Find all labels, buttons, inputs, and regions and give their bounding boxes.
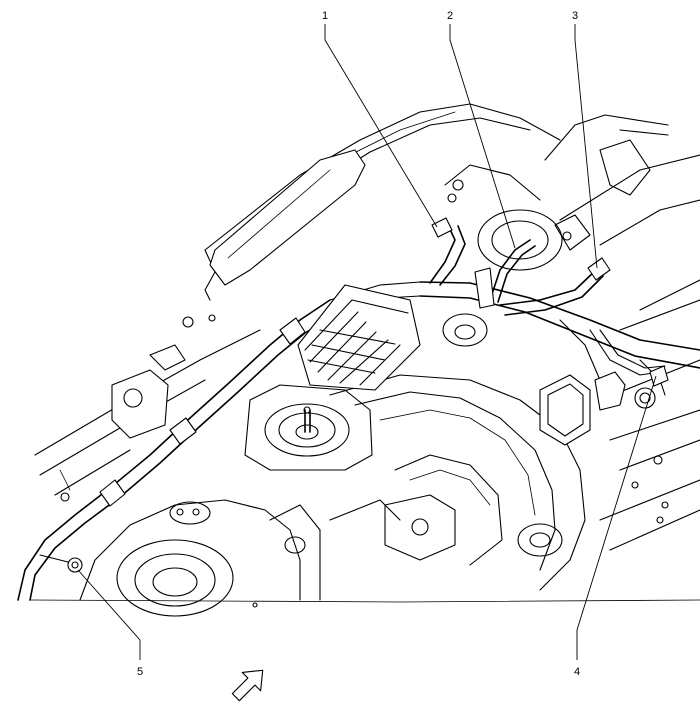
- connector-3-terminal: [587, 257, 611, 281]
- connector-1-terminal: [431, 217, 453, 238]
- front-direction-arrow-icon: [231, 669, 264, 702]
- callout-1: 1: [322, 10, 328, 22]
- leader-line-1: [324, 24, 438, 228]
- leader-line-3: [574, 24, 598, 269]
- ground-terminal-5: [39, 554, 83, 573]
- connector-4-terminal: [649, 365, 669, 387]
- leader-line-2: [449, 24, 516, 249]
- leader-line-4: [576, 375, 657, 660]
- callout-5: 5: [137, 666, 143, 678]
- body-structure: [29, 103, 700, 617]
- callout-4: 4: [574, 666, 580, 678]
- leader-line-5: [77, 569, 141, 660]
- callout-labels: 1 2 3 4 5: [137, 10, 580, 678]
- wiring-harness: [17, 217, 700, 601]
- leader-lines: [77, 24, 657, 660]
- callout-2: 2: [447, 10, 453, 22]
- harness-clip: [99, 267, 495, 507]
- callout-3: 3: [572, 10, 578, 22]
